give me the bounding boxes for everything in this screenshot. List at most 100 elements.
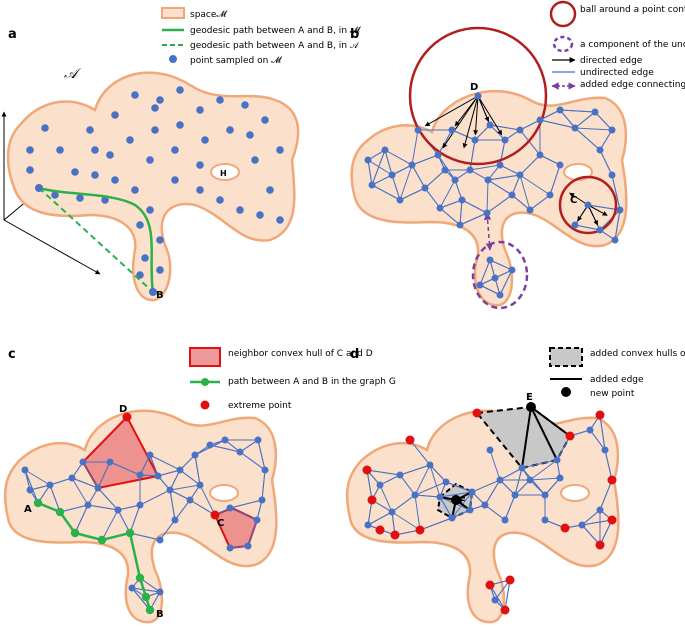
sample-point	[131, 91, 139, 99]
graph-edge	[519, 129, 541, 156]
graph-point	[518, 464, 526, 472]
extreme-point	[595, 410, 605, 420]
graph-point	[586, 426, 594, 434]
graph-edge	[424, 169, 446, 189]
graph-edge	[581, 519, 613, 526]
graph-point	[186, 496, 194, 504]
graph-point	[486, 446, 494, 454]
graph-point	[94, 484, 102, 492]
graph-edge	[549, 164, 561, 196]
sample-point	[56, 146, 64, 154]
graph-point	[156, 536, 164, 544]
graph-edge	[469, 139, 476, 171]
sample-point	[196, 106, 204, 114]
graph-edge	[189, 499, 216, 516]
sample-point	[276, 216, 284, 224]
sample-point	[251, 156, 259, 164]
graph-point	[136, 471, 144, 479]
graph-point	[368, 181, 376, 189]
extreme-points	[362, 408, 617, 615]
graph-point	[484, 176, 492, 184]
graph-edge	[581, 509, 601, 526]
graph-edge	[574, 127, 613, 131]
extreme-point	[405, 435, 415, 445]
graph-edge	[391, 164, 413, 176]
legend-c: neighbor convex hull of C and D path bet…	[189, 347, 396, 411]
hole-label: H	[220, 169, 227, 178]
graph-edge	[82, 461, 99, 489]
manifold-hole	[209, 484, 239, 502]
graph-edge	[131, 587, 161, 593]
graph-edge	[604, 449, 613, 481]
path-node	[97, 535, 107, 545]
graph-edge	[117, 504, 141, 511]
graph-point	[156, 588, 164, 596]
graph-edge	[424, 187, 441, 209]
graph-point	[611, 236, 619, 244]
extreme-point	[375, 525, 385, 535]
graph-edge	[179, 469, 201, 486]
graph-point	[536, 116, 544, 124]
graph-edge	[101, 509, 119, 541]
graph-point	[578, 521, 586, 529]
sample-point	[151, 126, 159, 134]
graph-edge	[74, 504, 89, 534]
sample-point	[86, 126, 94, 134]
sample-point	[241, 101, 249, 109]
graph-point	[458, 196, 466, 204]
panel-a: a 𝒜 H B space𝓜 geodesic path between A a…	[1, 7, 362, 302]
graph-edge	[71, 477, 99, 489]
graph-point	[584, 201, 592, 209]
graph-point	[258, 496, 266, 504]
graph-edge	[391, 174, 401, 201]
graph-point	[79, 458, 87, 466]
extreme-points	[122, 412, 220, 520]
directed-edge	[442, 95, 479, 149]
graph-edge	[499, 269, 513, 296]
graph-point	[601, 446, 609, 454]
graph-edge	[439, 199, 463, 209]
sample-point	[276, 146, 284, 154]
graph-point	[106, 458, 114, 466]
graph-edge	[471, 479, 501, 493]
graph-edge	[384, 149, 393, 176]
legend-hulls-swatch	[549, 347, 583, 367]
graph-edge	[414, 481, 447, 496]
graph-point	[596, 146, 604, 154]
sample-point	[256, 211, 264, 219]
graph-edge	[437, 129, 453, 156]
graph-point	[364, 521, 372, 529]
graph-edge	[521, 467, 546, 496]
graph-edge	[539, 119, 576, 129]
knn-ball-c	[558, 175, 618, 235]
graph-edge	[574, 127, 601, 151]
point-b-label: B	[156, 290, 164, 301]
graph-point	[376, 481, 384, 489]
graph-point	[68, 474, 76, 482]
graph-point	[136, 501, 144, 509]
graph-point	[526, 206, 534, 214]
graph-edge	[149, 454, 181, 471]
sample-point	[156, 236, 164, 244]
legend-hulls-text: added convex hulls of E and F	[590, 349, 685, 359]
sample-point	[156, 96, 164, 104]
point-c-label: C	[570, 195, 577, 206]
sample-point	[171, 176, 179, 184]
graph-edge	[129, 504, 141, 534]
graph-edge	[371, 174, 393, 186]
graph-point	[496, 291, 504, 299]
extreme-point	[607, 515, 617, 525]
graph-edge	[511, 194, 531, 211]
sample-point	[26, 146, 34, 154]
graph-point	[448, 514, 456, 522]
graph-edge	[599, 209, 621, 231]
graph-edge	[469, 164, 501, 171]
legend-a: space𝓜 geodesic path between A and B, in…	[161, 7, 362, 66]
legend-extreme-swatch	[200, 400, 210, 410]
graph-point	[536, 151, 544, 159]
graph-point	[364, 156, 372, 164]
graph-edge	[599, 149, 613, 176]
graph-edge	[371, 149, 386, 186]
graph-point	[396, 196, 404, 204]
path-node	[141, 592, 151, 602]
